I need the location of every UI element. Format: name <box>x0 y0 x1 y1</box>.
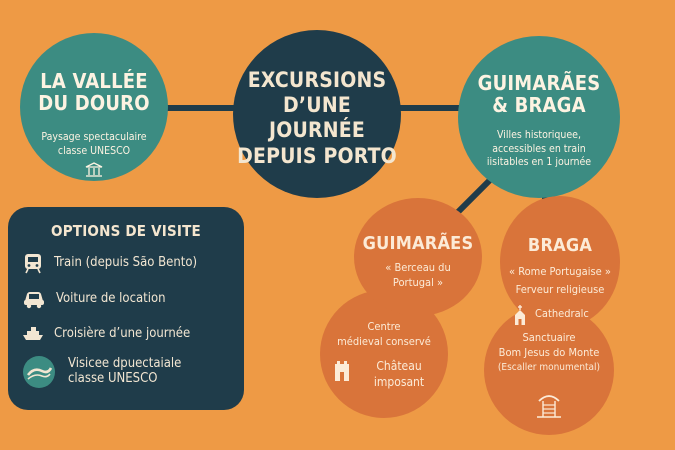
braga-lower-line: (Escaller monumental) <box>497 361 601 373</box>
guimaraes-braga-circle: GUIMARÃES & BRAGA Villes historiquee, ac… <box>458 36 620 198</box>
stairway-icon <box>537 395 561 418</box>
option-label-line: Train (depuis São Bento) <box>54 254 198 270</box>
gb-desc-line: iisitables en 1 journée <box>486 156 592 169</box>
guimaraes-lower-text: Centre médieval conservé <box>320 320 448 350</box>
options-title: OPTIONS DE VISITE <box>51 222 201 240</box>
gb-title-line: & BRAGA <box>492 93 586 118</box>
castle-icon <box>335 361 349 381</box>
guimaraes-chateau-text: Château imposant <box>350 359 448 390</box>
option-train: Train (depuis São Bento) <box>22 252 197 274</box>
center-circle: EXCURSIONS D’UNE JOURNÉE DEPUIS PORTO <box>233 30 401 198</box>
douro-desc-line: classe UNESCO <box>57 144 131 157</box>
option-label: Visicee dpuectaiale classe UNESCO <box>68 356 182 387</box>
gb-title: GUIMARÃES & BRAGA <box>458 72 620 117</box>
train-icon <box>25 254 41 274</box>
option-river: Visicee dpuectaiale classe UNESCO <box>22 355 181 389</box>
option-car: Voiture de location <box>22 289 166 309</box>
option-boat: Croisière d’une journée <box>22 324 190 344</box>
option-label-line: Croisière d’une journée <box>54 325 191 341</box>
guimaraes-desc: « Berceau du Portugal » <box>354 261 482 291</box>
braga-desc: « Rome Portugaise » Ferveur religieuse <box>500 263 620 299</box>
center-title-line: DEPUIS PORTO <box>237 143 397 168</box>
gb-desc-line: Villes historiquee, <box>497 129 581 141</box>
braga-circle: BRAGA « Rome Portugaise » Ferveur religi… <box>500 196 620 328</box>
river-icon <box>23 356 55 388</box>
gb-desc-line: accessibles en train <box>492 142 586 155</box>
guimaraes-chateau-line: imposant <box>373 374 425 389</box>
option-label: Croisière d’une journée <box>54 325 191 342</box>
center-title-line: EXCURSIONS <box>247 68 387 92</box>
douro-title: LA VALLÉE DU DOURO <box>20 70 168 115</box>
douro-circle: LA VALLÉE DU DOURO Paysage spectaculaire… <box>20 33 168 181</box>
guimaraes-desc-line: « Berceau du <box>385 261 451 274</box>
braga-lower-circle: Sanctuaire Bom Jesus do Monte (Escaller … <box>484 305 614 435</box>
gb-title-line: GUIMARÃES <box>477 71 601 95</box>
car-icon <box>24 292 44 309</box>
braga-desc-line: « Rome Portugaise » <box>509 265 611 278</box>
guimaraes-circle: GUIMARÃES « Berceau du Portugal » <box>354 198 482 316</box>
douro-title-line: LA VALLÉE <box>40 69 148 93</box>
temple-icon <box>85 162 103 177</box>
option-label: Train (depuis São Bento) <box>54 254 198 271</box>
center-title: EXCURSIONS D’UNE JOURNÉE DEPUIS PORTO <box>233 68 401 169</box>
guimaraes-title: GUIMARÃES <box>362 233 474 254</box>
braga-lower-line: Sanctuaire <box>522 331 576 344</box>
option-label-line: Voiture de location <box>56 290 166 306</box>
guimaraes-desc-line: Portugal » <box>392 275 444 289</box>
braga-title: BRAGA <box>527 235 593 256</box>
guimaraes-lower-line: Centre <box>367 320 401 333</box>
braga-desc-line: Ferveur religieuse <box>515 283 605 297</box>
church-icon <box>515 305 525 325</box>
option-label-line: classe UNESCO <box>68 371 158 386</box>
guimaraes-chateau-line: Château <box>376 359 422 373</box>
douro-desc-line: Paysage spectaculaire <box>41 131 147 143</box>
boat-icon <box>23 327 43 340</box>
center-title-line: D’UNE JOURNÉE <box>268 93 365 143</box>
guimaraes-lower-line: médieval conservé <box>337 334 431 348</box>
douro-title-line: DU DOURO <box>38 91 150 116</box>
douro-desc: Paysage spectaculaire classe UNESCO <box>20 131 168 158</box>
braga-cathedral-label: Cathedralc <box>535 307 589 320</box>
option-label-line: Visicee dpuectaiale <box>68 356 182 372</box>
options-panel: OPTIONS DE VISITE Train (depuis São Bent… <box>8 207 244 410</box>
braga-lower-line: Bom Jesus do Monte <box>498 345 600 359</box>
gb-desc: Villes historiquee, accessibles en train… <box>458 129 620 170</box>
braga-lower-text: Sanctuaire Bom Jesus do Monte (Escaller … <box>484 331 614 374</box>
option-label: Voiture de location <box>56 290 166 307</box>
